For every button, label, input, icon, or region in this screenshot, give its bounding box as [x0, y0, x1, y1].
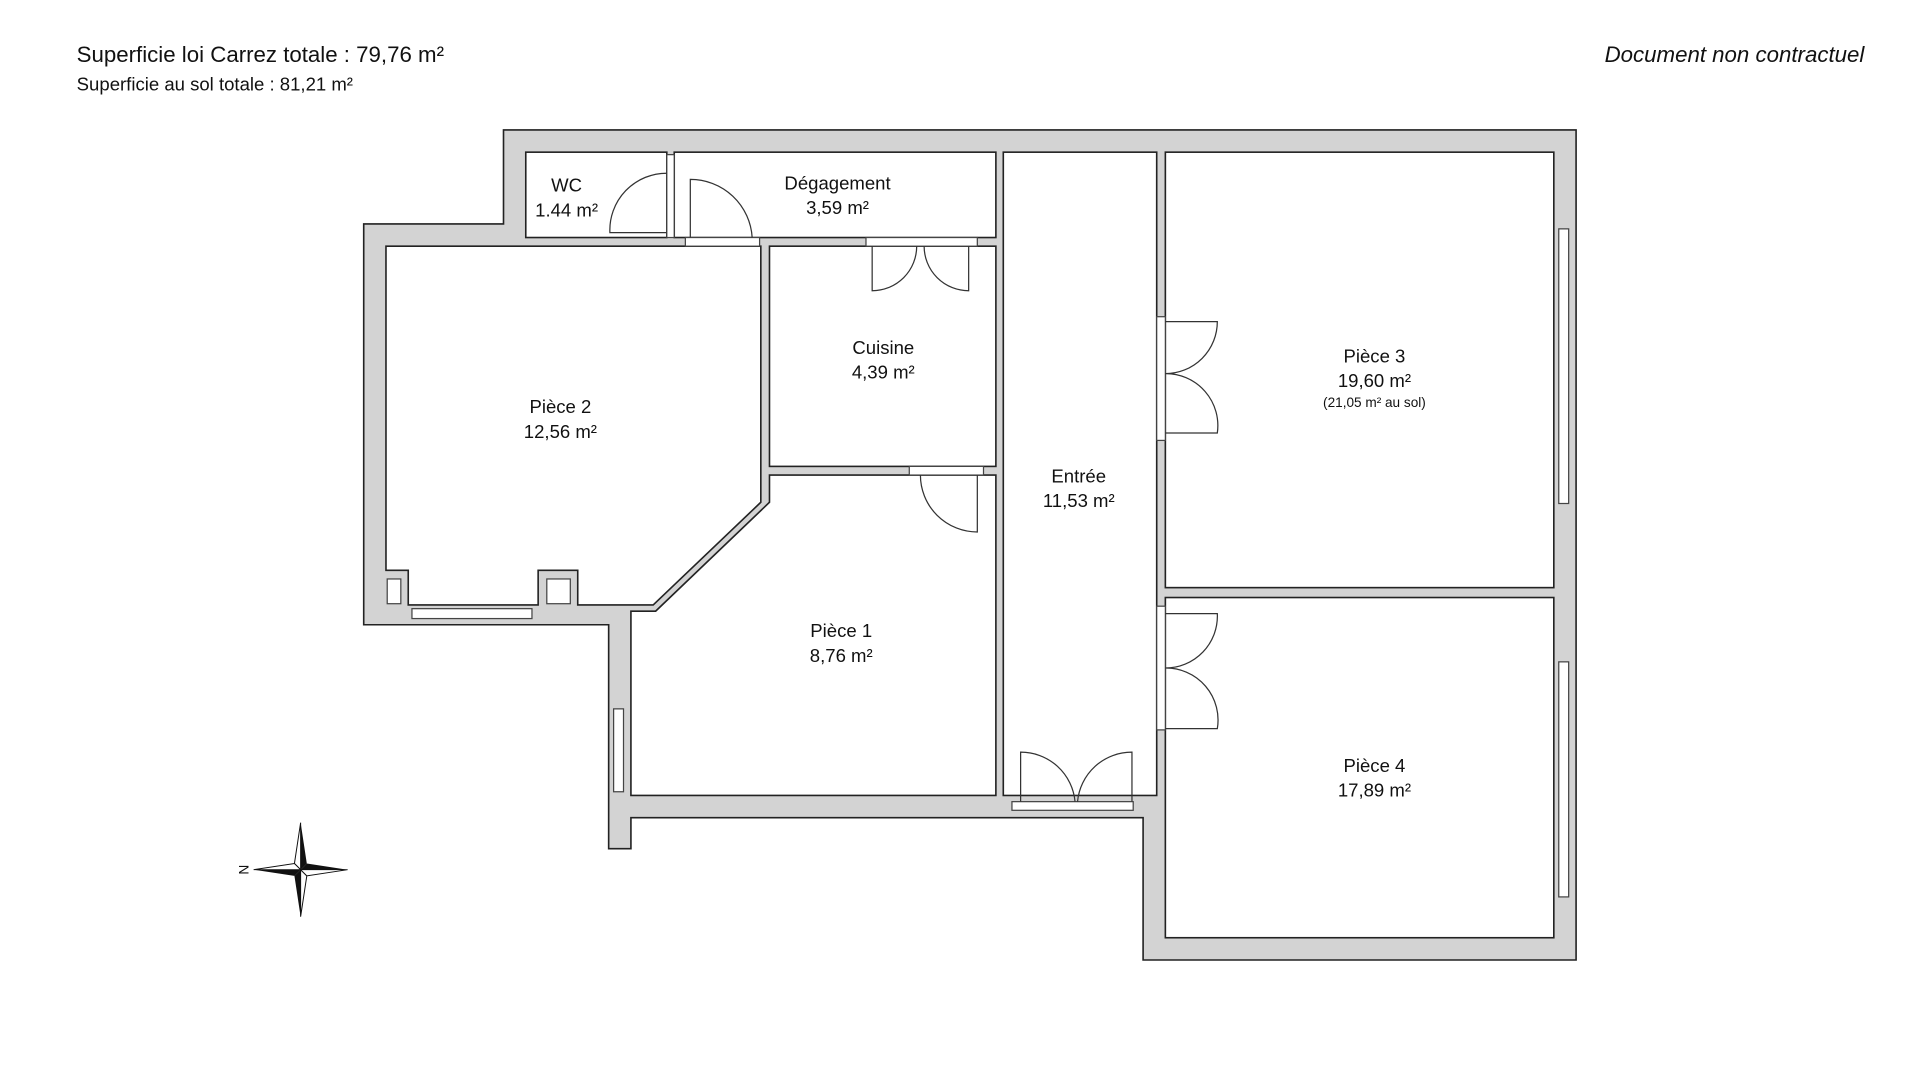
piece1-area: 8,76 m²: [810, 645, 873, 666]
carrez-total: Superficie loi Carrez totale : 79,76 m²: [77, 42, 444, 67]
piece2-name: Pièce 2: [529, 396, 591, 417]
piece3-name: Pièce 3: [1343, 345, 1405, 366]
room-piece1: [630, 474, 997, 797]
room-piece2: [385, 245, 762, 606]
room-piece3: [1164, 151, 1555, 589]
room-cuisine: [768, 245, 997, 468]
piece3-note: (21,05 m² au sol): [1323, 395, 1426, 410]
doors: [609, 172, 1219, 802]
room-wc: [524, 151, 668, 239]
pillar: [386, 578, 402, 605]
room-entree: [1002, 151, 1158, 797]
piece2-area: 12,56 m²: [524, 421, 597, 442]
entree-area: 11,53 m²: [1043, 490, 1115, 511]
room-piece4: [1164, 596, 1555, 939]
compass-north-label: N: [237, 865, 252, 875]
pillar: [546, 578, 571, 605]
disclaimer: Document non contractuel: [1605, 42, 1866, 67]
piece3-area: 19,60 m²: [1338, 370, 1411, 391]
piece4-area: 17,89 m²: [1338, 780, 1411, 801]
piece1-name: Pièce 1: [810, 620, 872, 641]
wc-area: 1.44 m²: [535, 199, 598, 220]
piece4-name: Pièce 4: [1343, 755, 1405, 776]
room-degagement: [673, 151, 997, 239]
degagement-area: 3,59 m²: [806, 197, 869, 218]
cuisine-name: Cuisine: [852, 337, 914, 358]
cuisine-area: 4,39 m²: [852, 362, 915, 383]
windows: [411, 154, 1570, 898]
compass-rose-icon: [253, 822, 348, 917]
wc-name: WC: [551, 175, 582, 196]
entree-name: Entrée: [1051, 465, 1106, 486]
degagement-name: Dégagement: [784, 172, 891, 193]
sol-total: Superficie au sol totale : 81,21 m²: [77, 73, 353, 94]
